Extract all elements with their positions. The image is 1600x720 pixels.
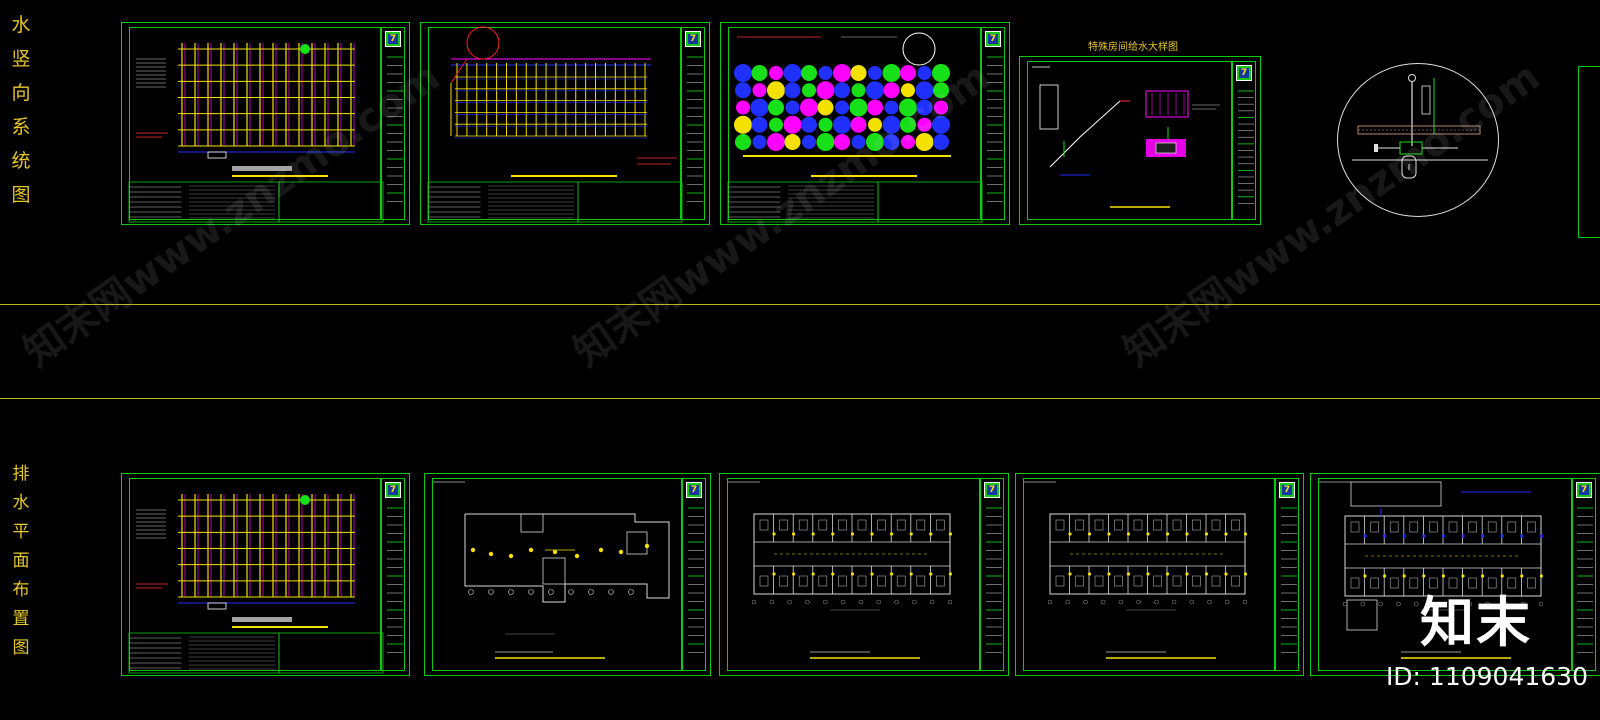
drawing-border [129, 478, 381, 671]
title-block [381, 27, 405, 220]
detail-callout-drawing [1352, 74, 1488, 179]
title-char: 图 [12, 638, 30, 658]
drawing-border [1023, 478, 1275, 671]
section-title-drainage-plan: 排 水 平 面 布 置 图 [8, 460, 34, 663]
sheet-top-2[interactable]: 7 [420, 22, 710, 225]
title-char: 系 [11, 116, 31, 138]
title-char: 竖 [11, 48, 31, 70]
drawing-content [128, 43, 403, 223]
company-logo: 7 [1236, 65, 1252, 81]
title-char: 向 [11, 82, 31, 104]
sheet-top-3[interactable]: 7 [720, 22, 1010, 225]
drawing-border [129, 27, 381, 220]
title-char: 面 [12, 551, 30, 571]
drawing-content [128, 494, 403, 674]
drawing-content [727, 32, 1003, 223]
drawing-content [433, 481, 704, 659]
company-logo: 7 [385, 31, 401, 47]
sheet-bottom-1[interactable]: 7 [121, 473, 410, 676]
title-char: 排 [12, 464, 30, 484]
title-block [682, 478, 706, 671]
sheet-top-partial [1578, 66, 1600, 238]
drawing-content [427, 26, 703, 223]
drawing-content [1032, 66, 1254, 208]
drawing-content [728, 481, 1002, 659]
title-block [381, 478, 405, 671]
company-logo: 7 [685, 31, 701, 47]
drawing-content [1319, 481, 1593, 659]
drawing-content [1024, 481, 1297, 659]
drawing-border [432, 478, 682, 671]
title-char: 统 [11, 150, 31, 172]
section-title-water-riser: 水 竖 向 系 统 图 [8, 8, 34, 212]
drawing-border [428, 27, 681, 220]
title-block [1572, 478, 1596, 671]
sheet-top-4[interactable]: 7 [1019, 56, 1261, 225]
title-block [981, 27, 1005, 220]
image-id: ID: 1109041630 [1385, 662, 1588, 691]
company-logo: 7 [686, 482, 702, 498]
title-char: 水 [12, 493, 30, 513]
title-block [980, 478, 1004, 671]
drawing-border [1027, 61, 1232, 220]
title-block [681, 27, 705, 220]
title-char: 平 [12, 522, 30, 542]
company-logo: 7 [385, 482, 401, 498]
sheet-bottom-3[interactable]: 7 [719, 473, 1009, 676]
title-char: 图 [11, 184, 31, 206]
separator-line-upper [0, 304, 1600, 305]
drawing-border [1318, 478, 1572, 671]
title-block [1275, 478, 1299, 671]
company-logo: 7 [984, 482, 1000, 498]
sheet-bottom-4[interactable]: 7 [1015, 473, 1304, 676]
drawing-border [727, 478, 980, 671]
drawing-border [728, 27, 981, 220]
detail-callout-circle [1337, 63, 1499, 217]
title-char: 置 [12, 609, 30, 629]
sheet-bottom-5[interactable]: 7 [1310, 473, 1600, 676]
sheet-bottom-2[interactable]: 7 [424, 473, 711, 676]
title-block [1232, 61, 1256, 220]
separator-line-lower [0, 398, 1600, 399]
company-logo: 7 [1576, 482, 1592, 498]
title-char: 布 [12, 580, 30, 600]
sheet-top-1[interactable]: 7 [121, 22, 410, 225]
special-room-detail-title: 特殊房间给水大样图 [1088, 42, 1178, 53]
company-logo: 7 [985, 31, 1001, 47]
brand-logo-text: 知末 [1420, 591, 1532, 654]
company-logo: 7 [1279, 482, 1295, 498]
title-char: 水 [11, 14, 31, 36]
